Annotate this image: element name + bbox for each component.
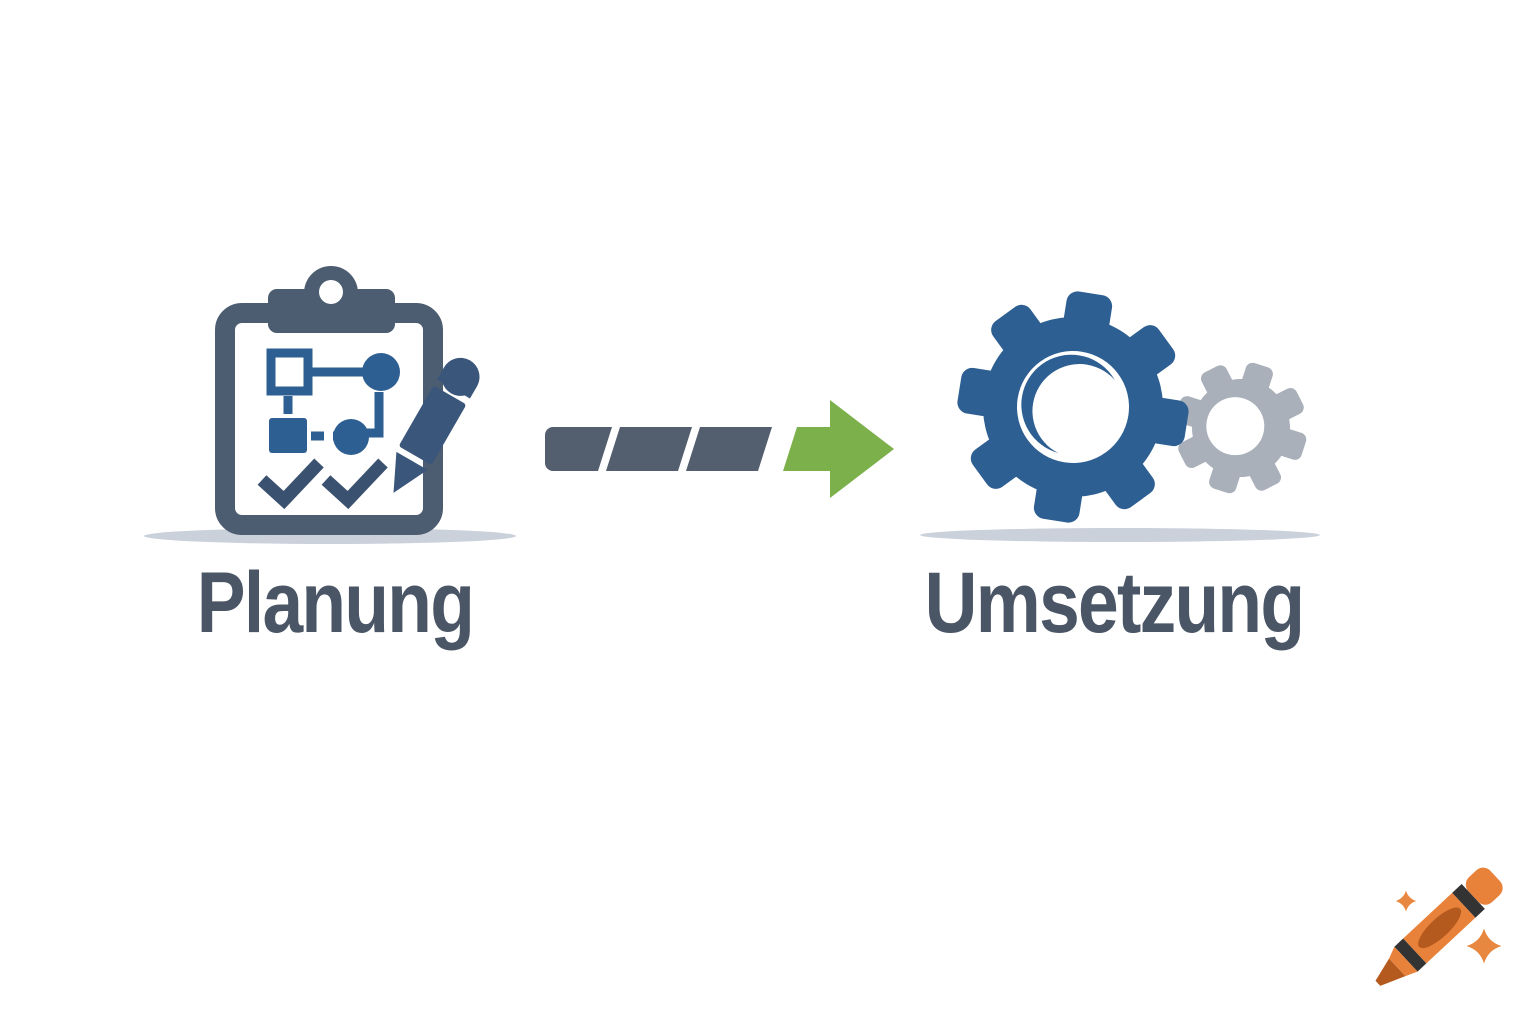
crayon-label-ellipse (1418, 907, 1462, 949)
clipboard-board (215, 303, 443, 535)
gear-shine-crescent (1021, 354, 1127, 459)
sparkle-icon (1466, 928, 1502, 964)
sparkle-icon (1395, 890, 1417, 912)
flowchart-connector-elbow (366, 392, 384, 438)
small-gear-icon (1175, 362, 1307, 494)
crayon-stripe (1394, 938, 1427, 972)
arrow-segments (545, 427, 772, 471)
checkmark-icon (321, 458, 388, 510)
large-gear-icon (957, 291, 1189, 523)
checkmark-icon (257, 458, 324, 510)
small-gear-hole (1206, 397, 1265, 456)
crayon-logo (1375, 867, 1503, 986)
arrow-segment (545, 427, 612, 471)
gears-shadow (920, 528, 1320, 542)
arrow-segment (606, 427, 692, 471)
checkmarks (257, 458, 388, 510)
flowchart-node-circle-2 (333, 419, 369, 455)
flowchart-node-square-filled (269, 418, 307, 453)
clip-hole (319, 280, 343, 304)
pencil-body (399, 386, 466, 465)
flowchart-graphic (266, 348, 400, 455)
arrow-head (783, 400, 894, 498)
process-arrow (545, 400, 894, 498)
flowchart-node-square-outline (266, 348, 313, 396)
crayon-stripe (1452, 883, 1485, 918)
crayon-end (1465, 867, 1503, 905)
arrow-segment (686, 427, 772, 471)
crayon-tip (1375, 958, 1406, 986)
pencil-tip (393, 451, 428, 493)
step-label-umsetzung: Umsetzung (924, 555, 1305, 651)
clipboard-icon (215, 266, 480, 535)
flowchart-node-circle-1 (362, 353, 400, 391)
pencil-icon (393, 357, 480, 493)
crayon-collar (1389, 946, 1418, 977)
clipboard-clip (268, 266, 395, 333)
step-label-planung: Planung (196, 555, 475, 651)
